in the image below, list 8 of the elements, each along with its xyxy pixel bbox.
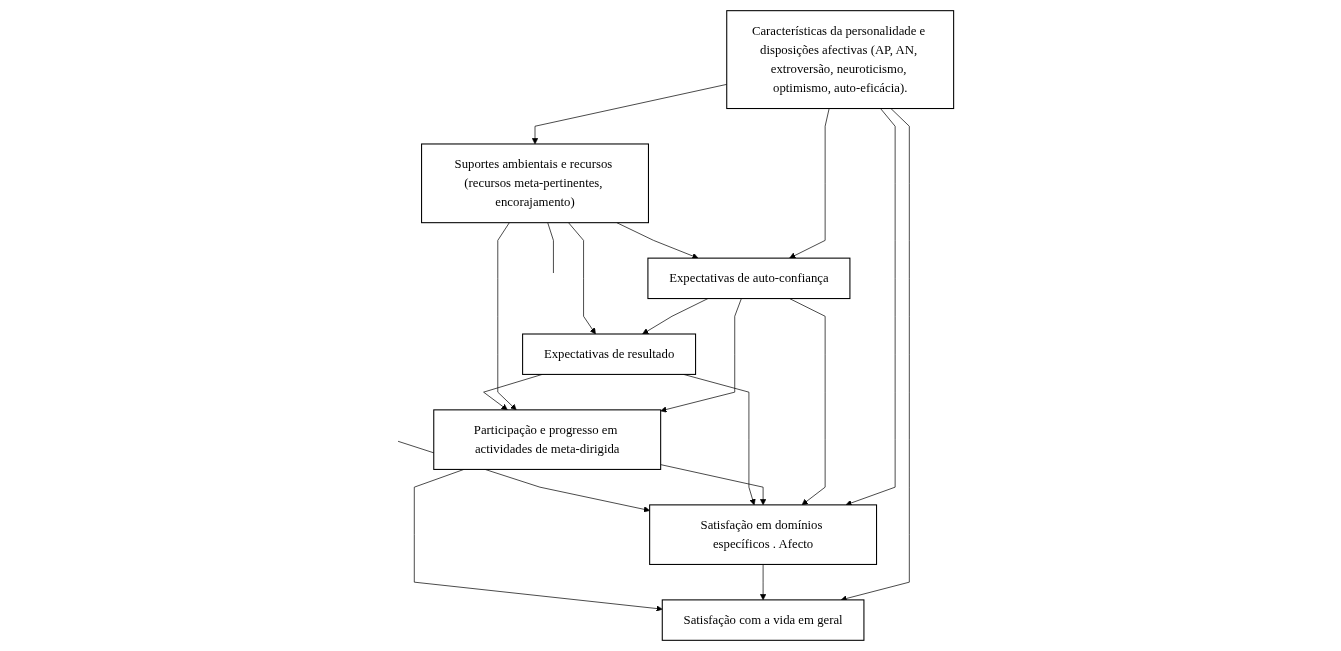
node-box: Expectativas de resultado [521, 333, 696, 375]
node-box: Satisfação em domínios específicos . Afecto [648, 504, 877, 565]
node-box: Participação e progresso em actividades de meta-dirigida [433, 409, 662, 470]
node-box: Características da personalidade e disposições afectivas (AP, AN, extroversão, neuroticismo, optimismo, auto-eficácia). [726, 10, 954, 110]
node-box: Expectativas de auto-confiança [647, 257, 851, 300]
node-box: Satisfação com a vida em geral [661, 599, 865, 641]
connector [547, 222, 554, 274]
node-box: Suportes ambientais e recursos (recursos meta-pertinentes, encorajamento) [420, 143, 649, 224]
